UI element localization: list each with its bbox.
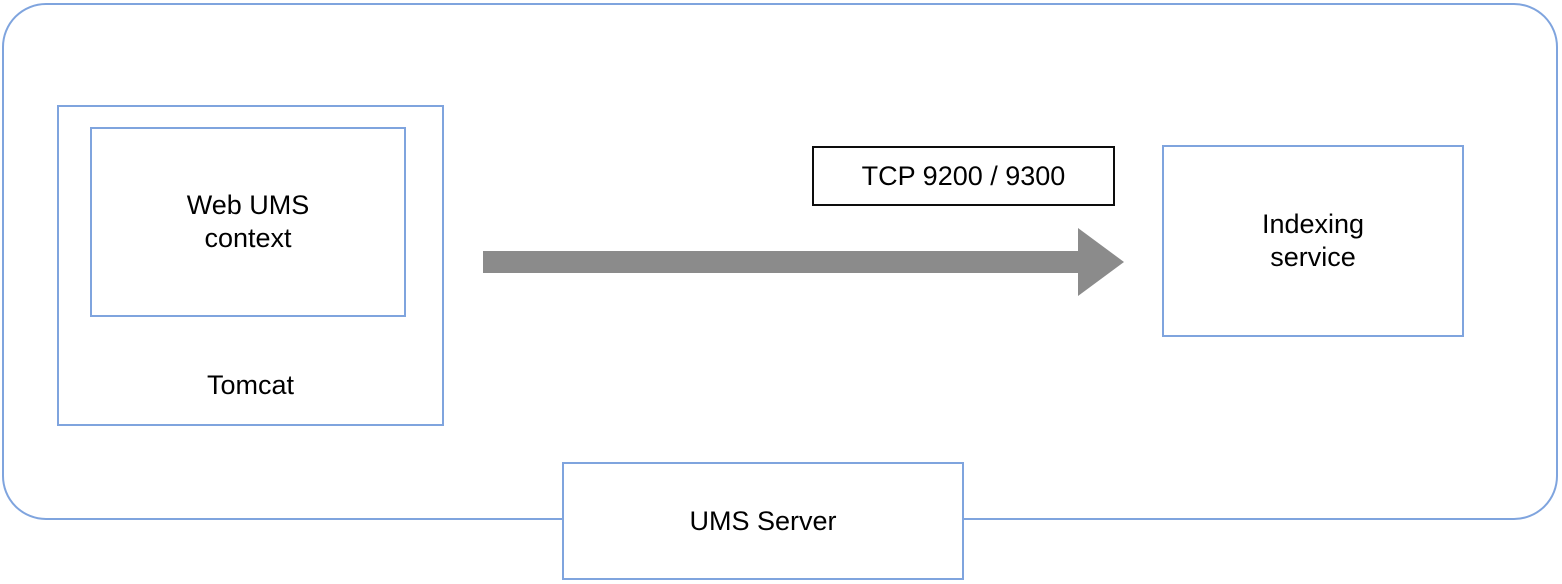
- connection-port-label: TCP 9200 / 9300: [861, 160, 1066, 191]
- node-indexing-service-label: Indexing service: [1261, 209, 1365, 272]
- node-ums-server-label: UMS Server: [689, 505, 837, 536]
- connection-arrow-tcp: [483, 226, 1124, 298]
- node-indexing-service: Indexing service: [1162, 145, 1464, 337]
- node-ums-server: UMS Server: [562, 462, 964, 580]
- node-web-ums-context: Web UMS context: [90, 127, 406, 317]
- block-arrow-shape: [483, 228, 1124, 296]
- node-web-ums-context-label: Web UMS context: [186, 190, 310, 253]
- node-tomcat-label: Tomcat: [206, 370, 295, 400]
- connection-port-label-box: TCP 9200 / 9300: [812, 146, 1115, 206]
